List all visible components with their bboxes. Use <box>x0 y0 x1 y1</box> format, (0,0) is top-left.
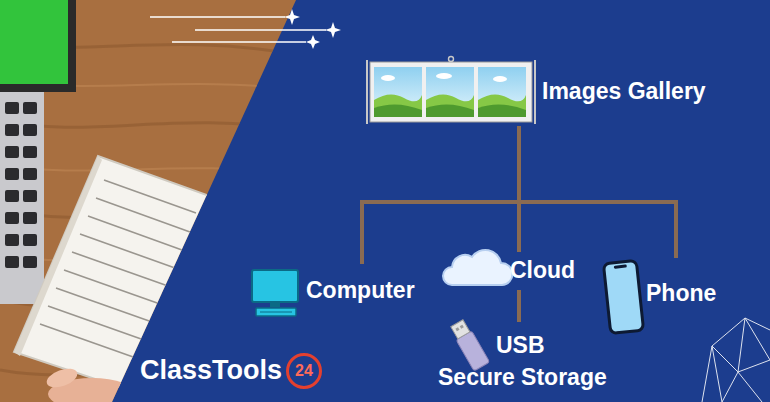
phone-icon <box>603 260 643 333</box>
film-strip-icon <box>367 57 535 125</box>
device-node: Phone <box>604 258 721 330</box>
node-label: Images Gallery <box>542 77 706 105</box>
logo-number: 24 <box>286 353 322 389</box>
device-node: Cloud <box>442 252 580 290</box>
device-node: Computer <box>248 264 419 318</box>
cloud-icon <box>443 250 513 285</box>
hand <box>44 365 136 402</box>
node-label: Cloud <box>510 256 575 284</box>
tree-connector <box>519 126 676 258</box>
laptop-screen <box>0 0 76 92</box>
node-sublabel: Secure Storage <box>438 362 607 392</box>
sparkle-lines <box>150 9 341 49</box>
storage-node: USBSecure Storage <box>436 322 611 394</box>
node-label: Computer <box>306 276 415 304</box>
brand-logo: ClassTools <box>140 353 282 387</box>
computer-icon <box>252 270 298 316</box>
wireframe-shape <box>702 318 770 402</box>
gallery-node: Images Gallery <box>370 58 710 126</box>
usb-icon <box>449 319 490 371</box>
node-label: Phone <box>646 279 716 307</box>
tree-connector <box>517 290 521 322</box>
node-label: USB <box>496 328 545 362</box>
desk-photo <box>0 0 300 402</box>
laptop-keyboard <box>0 92 44 304</box>
tree-connector <box>362 126 519 264</box>
